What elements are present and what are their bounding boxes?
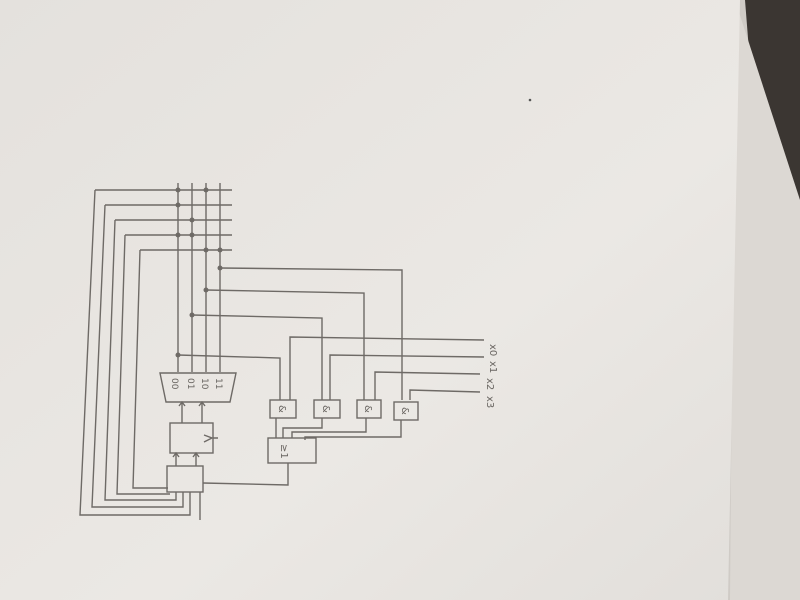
paper-sheet xyxy=(0,0,740,600)
decoder-codes: 00 01 10 11 xyxy=(169,378,223,390)
or-gate xyxy=(267,437,317,464)
decoder-code: 01 xyxy=(185,378,195,389)
decoder-code: 10 xyxy=(199,378,209,390)
and-gate-label: & xyxy=(399,407,410,415)
and-gate-label: & xyxy=(320,405,331,413)
and-gates: & & & & xyxy=(269,399,419,421)
paper-speck xyxy=(528,98,532,102)
input-wires xyxy=(289,336,485,400)
input-label-x3: x3 xyxy=(484,396,495,408)
input-labels: x0 x1 x2 x3 xyxy=(484,344,498,408)
decoder xyxy=(159,372,237,403)
input-label-x0: x0 xyxy=(487,344,498,356)
or-to-mux-wire xyxy=(202,463,289,486)
or-gate-label: ≥1 xyxy=(278,444,289,459)
tap-wires xyxy=(177,267,403,400)
input-label-x1: x1 xyxy=(487,361,498,373)
paper-stack-edge xyxy=(730,0,800,600)
and-gate-label: & xyxy=(362,405,373,413)
junction-dots xyxy=(175,187,223,358)
mux-block xyxy=(166,465,204,493)
arrows xyxy=(172,400,206,466)
input-label-x2: x2 xyxy=(484,378,495,390)
decoder-code: 11 xyxy=(213,378,223,389)
and-gate-label: & xyxy=(276,405,287,413)
decoder-code: 00 xyxy=(169,378,179,390)
clock-triangle-icon xyxy=(203,434,218,443)
